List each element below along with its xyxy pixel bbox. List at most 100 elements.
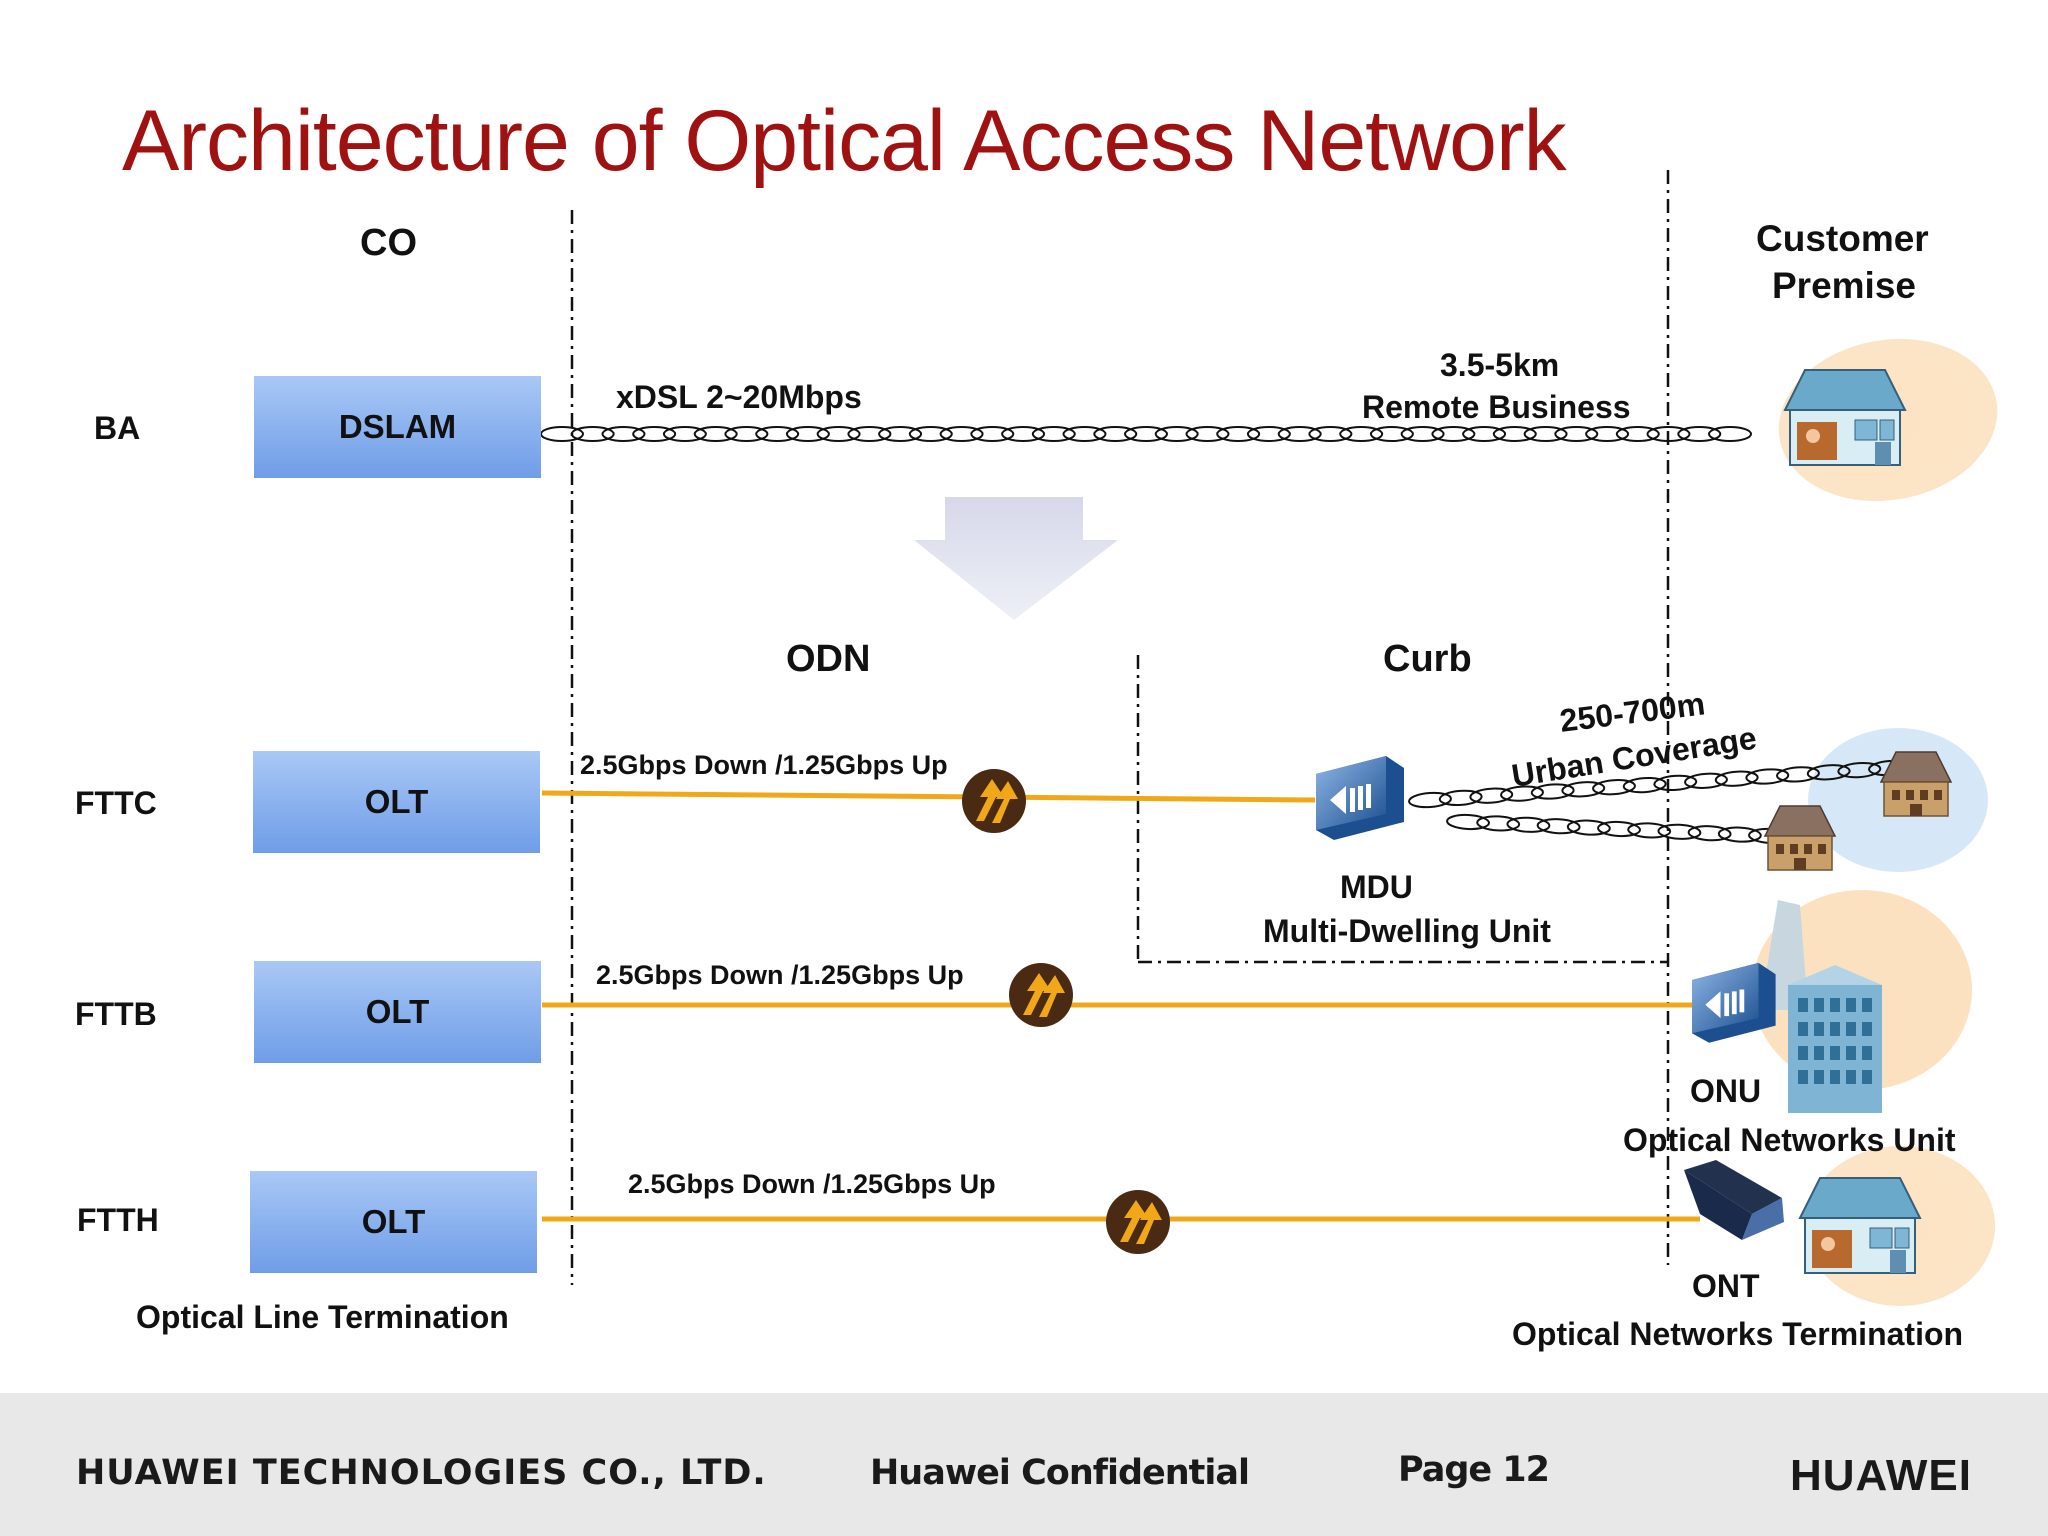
copper-link [570, 426, 615, 442]
copper-link [1369, 426, 1414, 442]
footer-page: Page 12 [1398, 1450, 1550, 1490]
mdu-abbr: MDU [1340, 869, 1413, 905]
copper-link [755, 426, 800, 442]
copper-link [693, 426, 738, 442]
copper-link [1500, 785, 1544, 802]
page-title: Architecture of Optical Access Network [122, 93, 1567, 189]
copper-link [970, 426, 1015, 442]
copper-link [1462, 426, 1507, 442]
copper-link [1646, 426, 1691, 442]
copper-link [1506, 816, 1551, 833]
copper-link [1446, 813, 1490, 831]
copper-link [1492, 426, 1537, 442]
copper-link [1431, 426, 1476, 442]
building-icon [1760, 900, 1882, 1113]
copper-link [816, 426, 861, 442]
copper-link [1400, 426, 1445, 442]
footer-company: HUAWEI TECHNOLOGIES CO., LTD. [76, 1453, 767, 1493]
copper-link [847, 426, 892, 442]
copper-link [1684, 772, 1728, 789]
zone-curb: Curb [1383, 638, 1472, 680]
copper-link [1657, 823, 1702, 840]
dslam-box: DSLAM [254, 376, 541, 478]
copper-link [1438, 789, 1483, 807]
splitter-icon [962, 769, 1026, 833]
copper-link [1585, 426, 1630, 442]
brick-house-icon [1764, 805, 1836, 871]
copper-link [1592, 779, 1636, 796]
footer-bar [0, 1393, 2048, 1536]
ont-abbr: ONT [1692, 1268, 1760, 1304]
copper-link [1806, 764, 1851, 781]
copper-link [601, 426, 646, 442]
copper-link [1615, 426, 1660, 442]
copper-link [1408, 791, 1452, 809]
copper-link [878, 426, 923, 442]
row-label-fttb: FTTB [75, 996, 157, 1032]
copper-link [1745, 768, 1790, 785]
copper-link [1837, 761, 1882, 779]
copper-link [1622, 776, 1667, 794]
zone-odn: ODN [786, 638, 871, 680]
urban-copper-lines [1408, 759, 1912, 845]
copper-link [1523, 426, 1568, 442]
copper-link [1246, 426, 1291, 442]
copper-link [662, 426, 707, 442]
copper-link [1469, 787, 1514, 804]
copper-link [1185, 426, 1230, 442]
copper-link [1062, 426, 1107, 442]
row-label-fttc: FTTC [75, 785, 157, 821]
brick-house-icon [1880, 751, 1952, 817]
copper-link [540, 426, 584, 442]
ont-full: Optical Networks Termination [1512, 1316, 1964, 1352]
splitter-icon [1106, 1190, 1170, 1254]
fttc-rate-label: 2.5Gbps Down /1.25Gbps Up [580, 750, 948, 780]
copper-link [1124, 426, 1168, 442]
row-label-ftth: FTTH [77, 1202, 159, 1238]
copper-link [1216, 426, 1261, 442]
copper-link [1339, 426, 1384, 442]
house-icon [1799, 1177, 1921, 1274]
copper-link [1308, 426, 1353, 442]
mdu-device-icon [1316, 756, 1404, 840]
onu-full: Optical Networks Unit [1623, 1122, 1956, 1158]
copper-link [1627, 822, 1672, 839]
olt-box-fttc: OLT [253, 751, 540, 853]
copper-link [1277, 426, 1322, 442]
copper-link [1554, 426, 1599, 442]
copper-link [1708, 426, 1752, 442]
fttb-rate-label: 2.5Gbps Down /1.25Gbps Up [596, 960, 964, 990]
copper-link [785, 426, 830, 442]
copper-link [1530, 783, 1575, 800]
xdsl-copper-line [540, 426, 1752, 442]
copper-link [1566, 819, 1611, 836]
copper-link [1714, 770, 1759, 787]
remote-business-label: Remote Business [1362, 389, 1631, 425]
splitter-icon [1009, 963, 1073, 1027]
zone-customer-premise-line1: Customer [1756, 218, 1929, 259]
olt-caption: Optical Line Termination [136, 1299, 509, 1335]
copper-link [939, 426, 984, 442]
copper-link [724, 426, 769, 442]
copper-link [1561, 781, 1606, 798]
copper-link [1536, 818, 1581, 835]
row-label-ba: BA [94, 410, 141, 446]
copper-link [908, 426, 953, 442]
remote-business-distance: 3.5-5km [1440, 347, 1560, 383]
copper-link [632, 426, 677, 442]
house-icon [1784, 369, 1906, 466]
ont-device-icon [1684, 1160, 1784, 1240]
footer-brand: HUAWEI [1790, 1451, 1972, 1500]
xdsl-rate-label: xDSL 2~20Mbps [616, 379, 862, 415]
onu-abbr: ONU [1690, 1073, 1762, 1109]
down-arrow-icon [914, 497, 1118, 620]
copper-link [1093, 426, 1138, 442]
copper-link [1031, 426, 1076, 442]
copper-link [1653, 774, 1698, 792]
copper-link [1687, 825, 1732, 842]
copper-link [1717, 826, 1762, 843]
copper-link [1476, 815, 1521, 832]
copper-link [1677, 426, 1722, 442]
olt-box-ftth: OLT [250, 1171, 537, 1273]
